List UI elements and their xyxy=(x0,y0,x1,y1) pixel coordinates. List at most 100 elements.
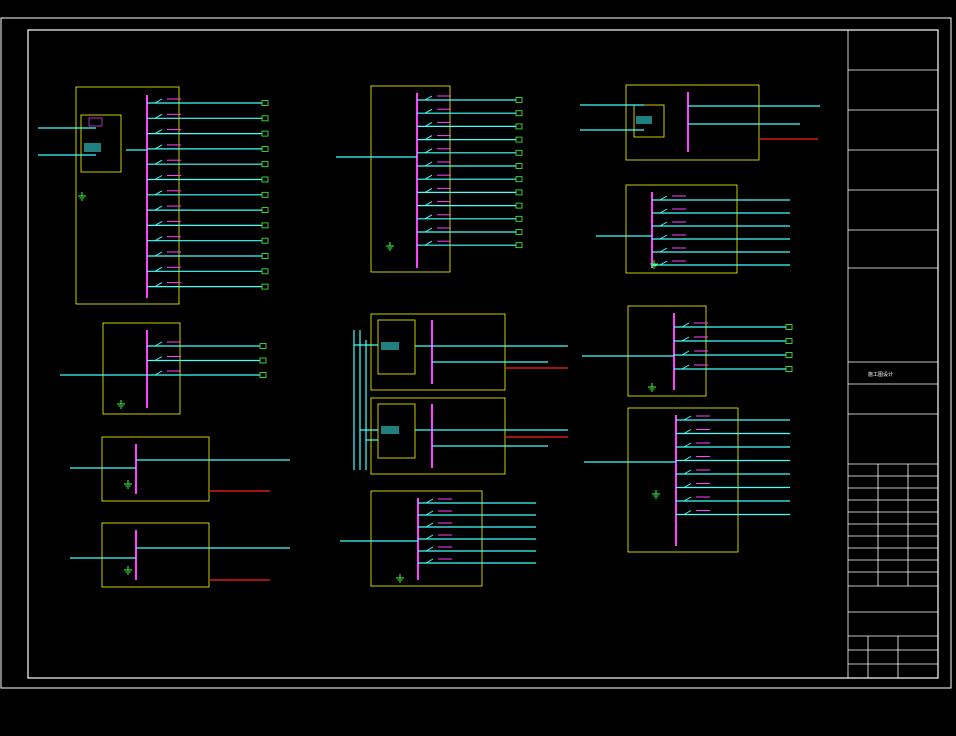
breaker-symbol xyxy=(424,240,433,246)
terminal-box xyxy=(515,202,523,209)
breaker-symbol xyxy=(659,208,668,214)
terminal-box xyxy=(515,136,523,143)
terminal-box xyxy=(785,338,793,344)
breaker-symbol xyxy=(424,95,433,101)
breaker-symbol xyxy=(424,174,433,180)
breaker-symbol xyxy=(154,356,163,361)
terminal-box xyxy=(515,189,523,196)
terminal-box xyxy=(785,366,793,372)
terminal-box xyxy=(261,161,269,168)
breaker-symbol xyxy=(424,121,433,127)
breaker-symbol xyxy=(154,129,163,135)
breaker-symbol xyxy=(424,187,433,193)
breaker-symbol xyxy=(154,370,163,376)
breaker-symbol xyxy=(681,350,690,356)
breaker-symbol xyxy=(424,135,433,141)
panel-g xyxy=(582,305,707,397)
panel-g-feeders xyxy=(674,322,793,372)
drawing-title: 施工图设计 xyxy=(868,371,893,378)
breaker-symbol xyxy=(424,214,433,220)
breaker-symbol xyxy=(683,483,692,488)
panel-h2 xyxy=(70,522,290,588)
terminal-box xyxy=(261,253,269,259)
breaker-symbol xyxy=(424,161,433,167)
inner-frame xyxy=(27,29,939,679)
breaker-symbol xyxy=(154,144,163,150)
breaker-symbol xyxy=(425,510,434,516)
breaker-symbol xyxy=(659,195,668,201)
breaker-symbol xyxy=(425,522,434,528)
terminal-box xyxy=(515,229,523,235)
panel-i-feeders xyxy=(418,498,536,564)
terminal-box xyxy=(515,215,523,222)
panel-e xyxy=(60,322,181,415)
breaker-symbol xyxy=(154,98,163,104)
breaker-symbol xyxy=(424,148,433,154)
f-incomer-risers xyxy=(353,330,378,470)
terminal-box xyxy=(261,176,269,183)
terminal-box xyxy=(515,242,523,249)
breaker-symbol xyxy=(154,175,163,180)
breaker-symbol xyxy=(681,364,690,370)
title-block xyxy=(847,30,938,678)
panel-j xyxy=(584,407,739,553)
terminal-box xyxy=(515,149,523,156)
terminal-box xyxy=(515,176,523,183)
breaker-symbol xyxy=(425,558,434,564)
terminal-box xyxy=(261,130,269,137)
breaker-symbol xyxy=(425,498,434,504)
ground-symbols xyxy=(78,192,660,583)
terminal-box xyxy=(259,343,267,349)
terminal-box xyxy=(261,100,269,106)
terminal-box xyxy=(515,123,523,130)
terminal-box xyxy=(261,207,269,214)
terminal-box xyxy=(261,283,269,290)
breaker-symbol xyxy=(681,322,690,328)
terminal-box xyxy=(515,163,523,169)
breaker-symbol xyxy=(683,442,692,448)
panel-h1 xyxy=(70,436,290,502)
panel-j-feeders xyxy=(676,415,790,516)
breaker-symbol xyxy=(683,469,692,475)
breaker-symbol xyxy=(683,510,692,515)
breaker-symbol xyxy=(424,227,433,233)
breaker-symbol xyxy=(154,159,163,165)
breaker-symbol xyxy=(659,234,668,240)
breaker-symbol xyxy=(659,247,668,253)
breaker-symbol xyxy=(154,190,163,196)
breaker-symbol xyxy=(683,496,692,502)
terminal-box xyxy=(515,97,523,103)
terminal-box xyxy=(261,268,269,275)
terminal-box xyxy=(259,357,267,364)
terminal-box xyxy=(261,115,269,122)
panel-c xyxy=(580,84,820,161)
panel-d xyxy=(596,184,738,274)
breaker-symbol xyxy=(425,546,434,552)
outer-frame xyxy=(0,17,952,689)
panel-a xyxy=(38,86,180,305)
breaker-symbol xyxy=(154,205,163,211)
breaker-symbol xyxy=(681,336,690,342)
breaker-symbol xyxy=(424,108,433,114)
terminal-box xyxy=(261,191,269,198)
breaker-symbol xyxy=(154,220,163,226)
breaker-symbol xyxy=(424,201,433,207)
terminal-box xyxy=(261,145,269,152)
breaker-symbol xyxy=(683,429,692,434)
breaker-symbol xyxy=(154,251,163,257)
breaker-symbol xyxy=(659,260,668,266)
breaker-symbol xyxy=(154,282,163,288)
terminal-box xyxy=(261,222,269,229)
panel-f1 xyxy=(370,313,568,391)
breaker-symbol xyxy=(425,534,434,540)
terminal-box xyxy=(785,324,793,330)
panel-e-feeders xyxy=(147,341,267,378)
panel-f2 xyxy=(370,397,568,475)
breaker-symbol xyxy=(154,236,163,242)
terminal-box xyxy=(261,237,269,244)
breaker-symbol xyxy=(154,266,163,272)
panel-a-feeders xyxy=(147,98,269,290)
terminal-box xyxy=(515,110,523,117)
terminal-box xyxy=(259,372,267,378)
